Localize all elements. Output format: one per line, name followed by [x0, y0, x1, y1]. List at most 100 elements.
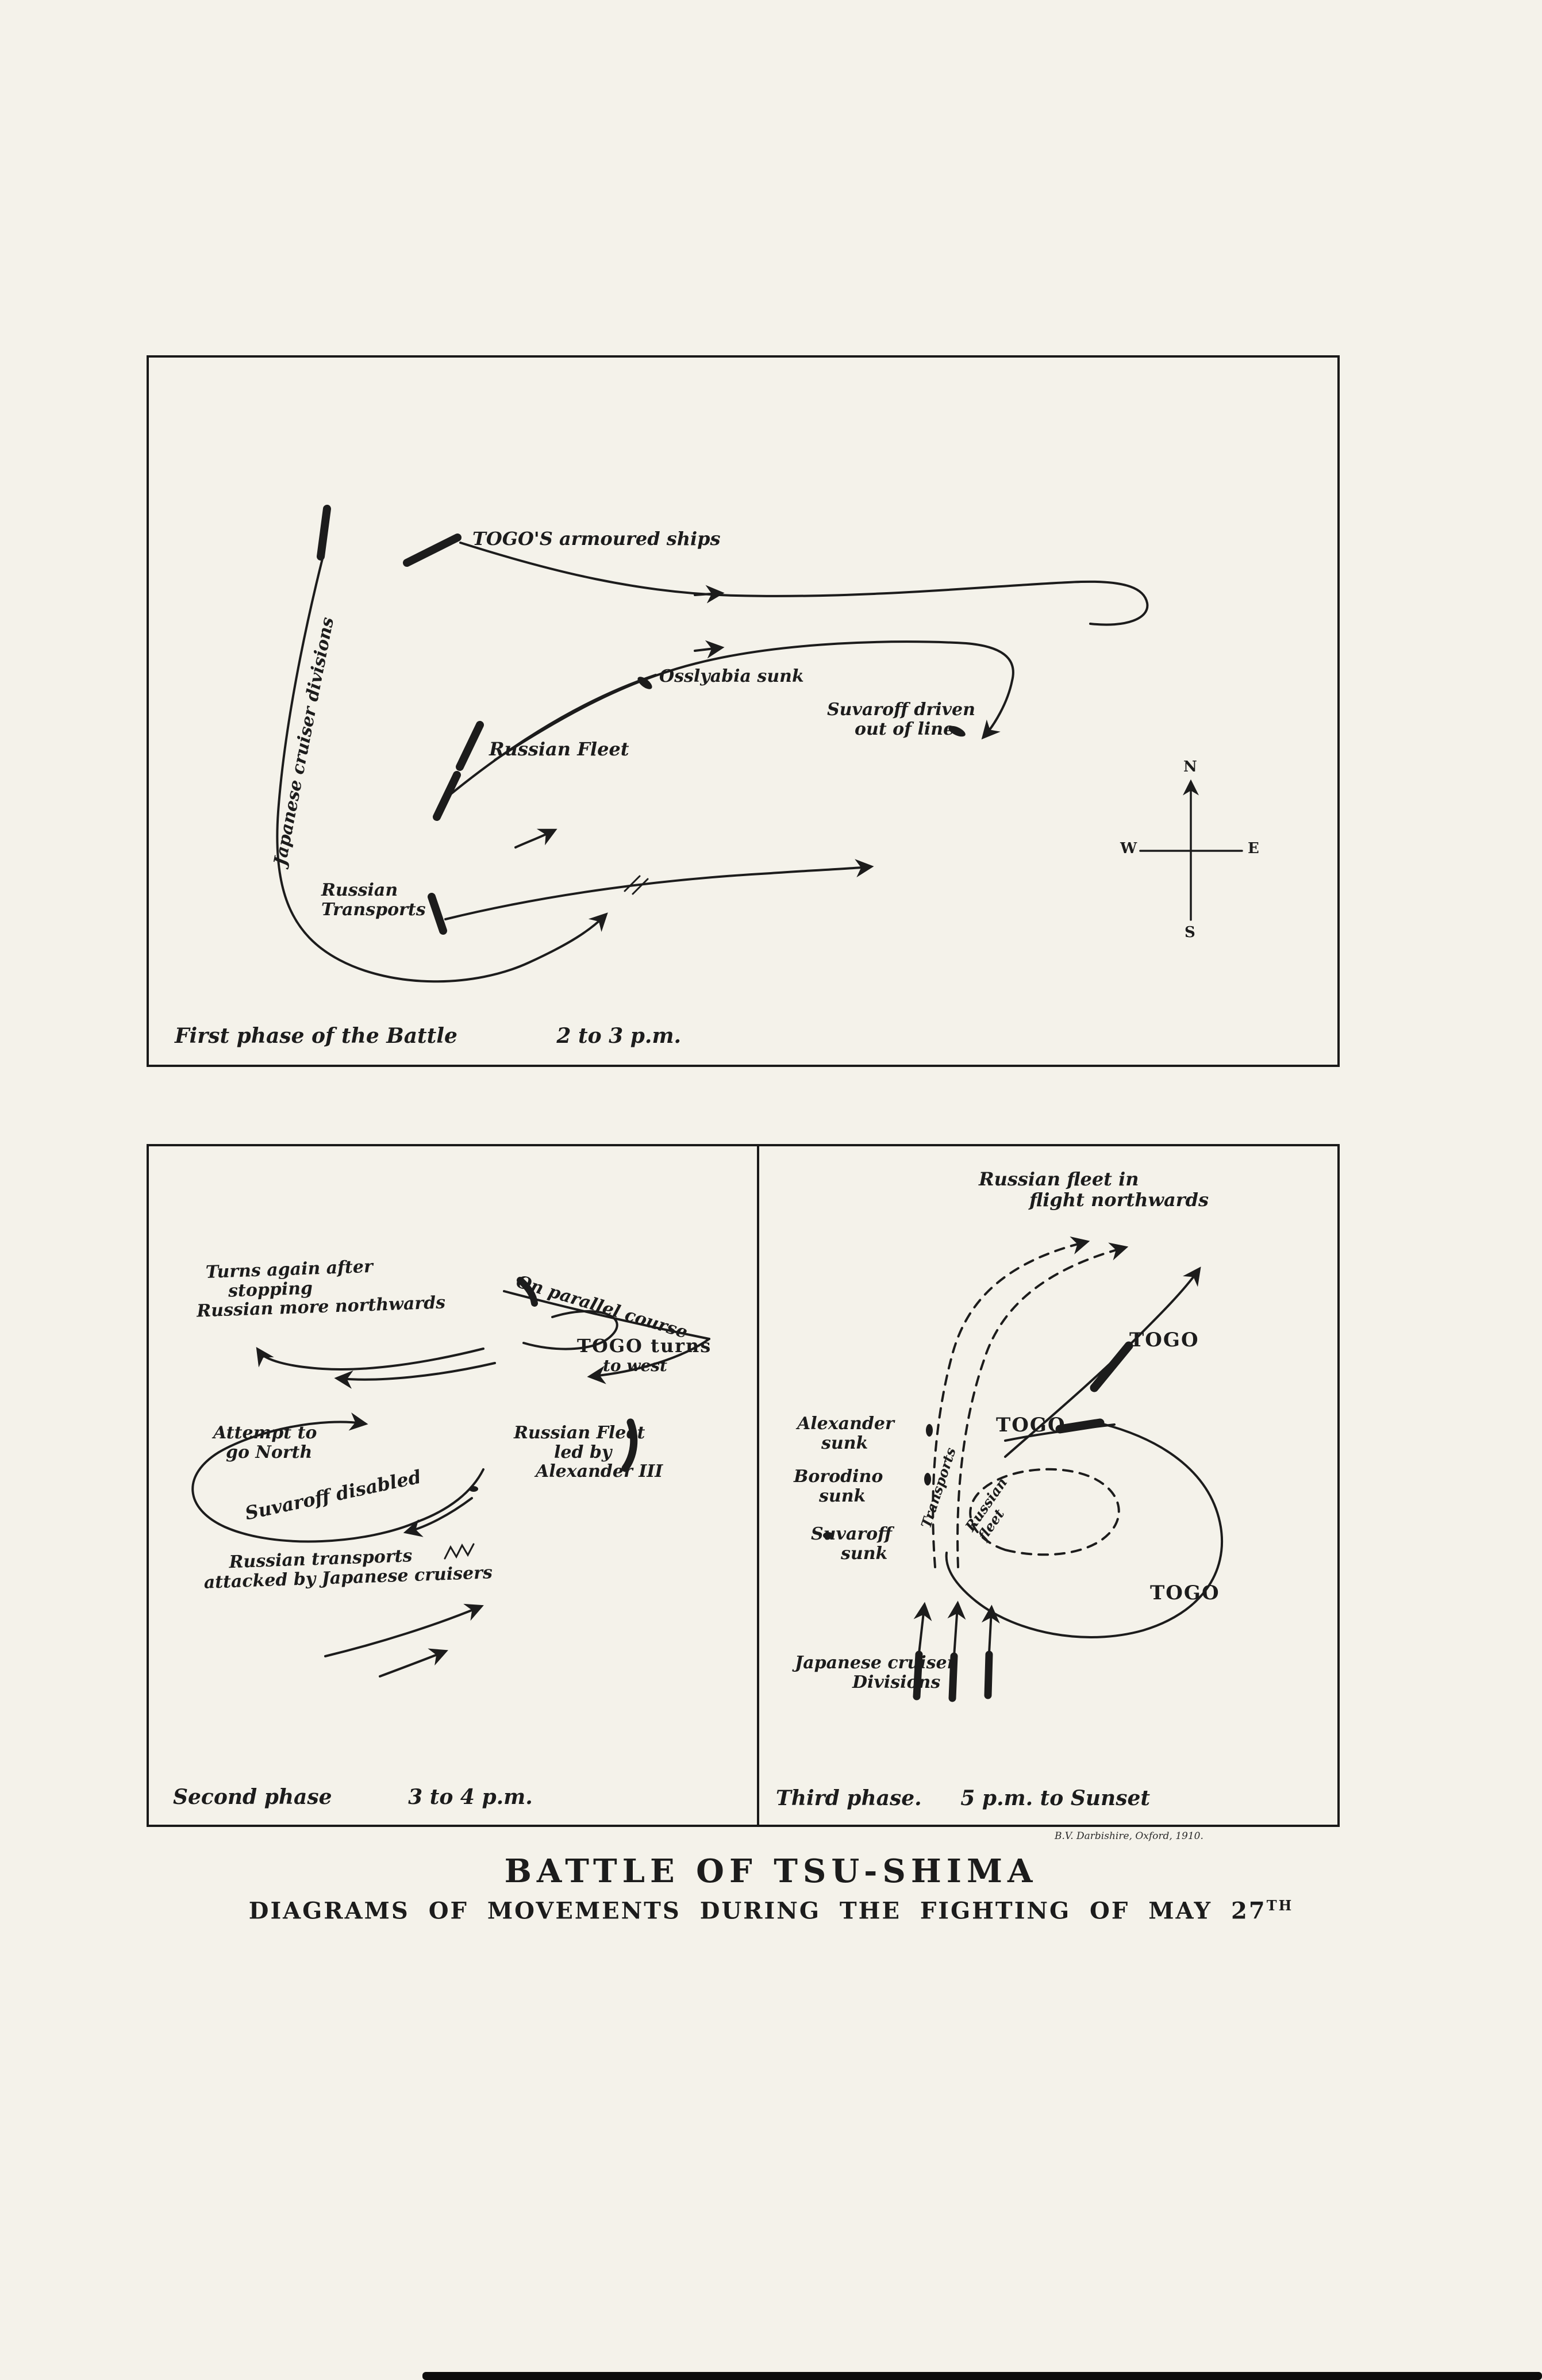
- cruiser-column-bar-2: [948, 1652, 958, 1702]
- cruiser-attack-arc-2: [379, 1648, 448, 1677]
- cruiser-column-1: [913, 1602, 932, 1655]
- alexander-sunk-line2: sunk: [821, 1433, 868, 1453]
- russian-fleet-course: [494, 640, 1014, 761]
- japanese-cruiser-divisions-label: Japanese cruiser Divisions: [795, 1653, 956, 1692]
- russian-fleet-course-second: [448, 674, 657, 797]
- third-phase-caption-time: 5 p.m. to Sunset: [960, 1786, 1150, 1810]
- alexander-sunk-label: Alexander sunk: [797, 1414, 894, 1453]
- russian-flight-label: Russian fleet in flight northwards: [979, 1169, 1209, 1211]
- first-phase-caption-time: 2 to 3 p.m.: [556, 1023, 682, 1048]
- togo-ships-bar: [403, 533, 462, 567]
- suvaroff-sunk-label: Suvaroff sunk: [811, 1525, 892, 1563]
- compass-east-label: E: [1248, 840, 1260, 857]
- third-phase-panel: Russian fleet in flight northwards TOGO …: [762, 1146, 1340, 1825]
- transports-small-arrow: [514, 828, 557, 849]
- turns-again-line-2: [334, 1362, 496, 1389]
- plate-subtitle-block: DIAGRAMS OF MOVEMENTS DURING THE FIGHTIN…: [0, 1897, 1542, 1924]
- cruiser-column-2: [947, 1600, 966, 1657]
- into-loop-arc: [403, 1497, 473, 1537]
- russian-flight-line1: Russian fleet in: [979, 1168, 1139, 1190]
- compass-west-label: W: [1120, 840, 1139, 857]
- second-phase-drawing: [191, 1277, 710, 1677]
- togo-turn-west-line: [587, 1338, 710, 1384]
- parallel-course-bar: [517, 1277, 538, 1307]
- turns-again-line-1: [256, 1347, 484, 1371]
- first-phase-caption-text: First phase of the Battle: [175, 1023, 457, 1048]
- suvaroff-disabled-marker: [469, 1486, 478, 1492]
- plate-subtitle-text: DIAGRAMS OF MOVEMENTS DURING THE FIGHTIN…: [248, 1897, 1267, 1925]
- togo-turns-line2: to west: [603, 1356, 667, 1375]
- plate-subtitle-superscript: TH: [1266, 1897, 1294, 1914]
- japanese-cruiser-course: [276, 558, 608, 983]
- togo-mid-bar: [1055, 1418, 1105, 1434]
- japanese-cruiser-line2: Divisions: [852, 1672, 941, 1692]
- third-phase-caption-text: Third phase.: [776, 1786, 922, 1810]
- transports-course: [444, 859, 874, 920]
- attempt-north-label: Attempt to go North: [213, 1423, 317, 1462]
- russian-fleet-label: Russian Fleet: [489, 738, 629, 760]
- stopping-hook: [522, 1310, 618, 1350]
- first-phase-panel: TOGO'S armoured ships Japanese cruiser d…: [147, 355, 1340, 1067]
- russian-flight-line2: flight northwards: [1029, 1188, 1209, 1211]
- first-phase-caption: First phase of the Battle 2 to 3 p.m.: [175, 1024, 681, 1047]
- suvaroff-driven-line1: Suvaroff driven: [827, 700, 975, 720]
- cruiser-column-bar-1: [913, 1650, 923, 1700]
- transports-bar: [428, 893, 447, 935]
- togo-sweep-course: [945, 1423, 1224, 1638]
- attempt-line2: go North: [226, 1442, 313, 1462]
- russian-transports-line1: Russian: [321, 880, 398, 900]
- plate-title-block: BATTLE OF TSU-SHIMA: [0, 1852, 1542, 1890]
- cruiser-column-bar-3: [984, 1650, 993, 1699]
- suvaroff-driven-line2: out of line: [855, 719, 955, 739]
- second-phase-caption-text: Second phase: [173, 1784, 332, 1809]
- togo-north-bar: [1090, 1341, 1133, 1392]
- compass-south-label: S: [1185, 924, 1197, 941]
- russian-fleet-bar-2: [456, 721, 484, 771]
- suvaroff-driven-marker: [948, 725, 966, 737]
- fleet-bar-curved: [621, 1418, 638, 1472]
- osslyabia-sunk-marker: [637, 677, 652, 689]
- borodino-sunk-marker: [924, 1473, 931, 1485]
- japanese-cruiser-line1: Japanese cruiser: [795, 1653, 956, 1673]
- alexander-sunk-line1: Alexander: [797, 1414, 894, 1434]
- suvaroff-driven-label: Suvaroff driven out of line: [827, 700, 975, 739]
- togo-turns-label: TOGO turns to west: [577, 1335, 712, 1375]
- borodino-sunk-label: Borodino sunk: [794, 1467, 883, 1506]
- russian-fleet-led-line2: led by: [554, 1442, 612, 1462]
- japanese-cruiser-bar: [317, 505, 331, 561]
- second-phase-caption: Second phase 3 to 4 p.m.: [173, 1784, 533, 1809]
- transports-squiggle: [444, 1543, 475, 1560]
- russian-fleet-led-line1: Russian Fleet: [514, 1423, 645, 1443]
- borodino-sunk-line2: sunk: [819, 1485, 866, 1506]
- plate-title: BATTLE OF TSU-SHIMA: [504, 1852, 1038, 1890]
- togo-turns-line1: TOGO turns: [577, 1335, 712, 1357]
- russian-flight-dashed-1: [932, 1236, 1090, 1568]
- second-phase-caption-time: 3 to 4 p.m.: [408, 1784, 533, 1809]
- attempt-north-loop: [191, 1412, 420, 1543]
- togo-label-2: TOGO: [996, 1414, 1066, 1437]
- suvaroff-sunk-line1: Suvaroff: [811, 1524, 892, 1544]
- osslyabia-sunk-label: Osslyabia sunk: [659, 666, 804, 686]
- russian-transports-line2: Transports: [321, 899, 426, 920]
- alexander-sunk-marker: [926, 1424, 933, 1437]
- russian-flight-dashed-2: [956, 1242, 1129, 1568]
- scan-edge-artifact: [422, 2372, 1542, 2380]
- togo-course-arrow: [694, 585, 725, 604]
- transports-tick-1: [624, 875, 641, 892]
- third-phase-drawing: [823, 1236, 1224, 1702]
- russian-fleet-course-arrow: [694, 640, 725, 659]
- russian-transports-label: Russian Transports: [321, 881, 426, 919]
- suvaroff-sunk-marker: [823, 1532, 833, 1539]
- turns-again-label: Turns again after stopping Russian more …: [195, 1254, 446, 1322]
- printer-imprint: B.V. Darbishire, Oxford, 1910.: [1055, 1830, 1203, 1842]
- togo-armoured-course: [459, 542, 1149, 626]
- suvaroff-sunk-line2: sunk: [841, 1543, 888, 1564]
- russian-fleet-led-label: Russian Fleet led by Alexander III: [514, 1423, 663, 1481]
- togo-armoured-label: TOGO'S armoured ships: [472, 528, 721, 550]
- first-phase-drawing: [276, 505, 1243, 983]
- cruiser-column-3: [981, 1604, 1000, 1655]
- transports-tick-2: [632, 878, 649, 895]
- second-phase-panel: Turns again after stopping Russian more …: [149, 1146, 759, 1825]
- togo-label-1: TOGO: [1129, 1329, 1199, 1352]
